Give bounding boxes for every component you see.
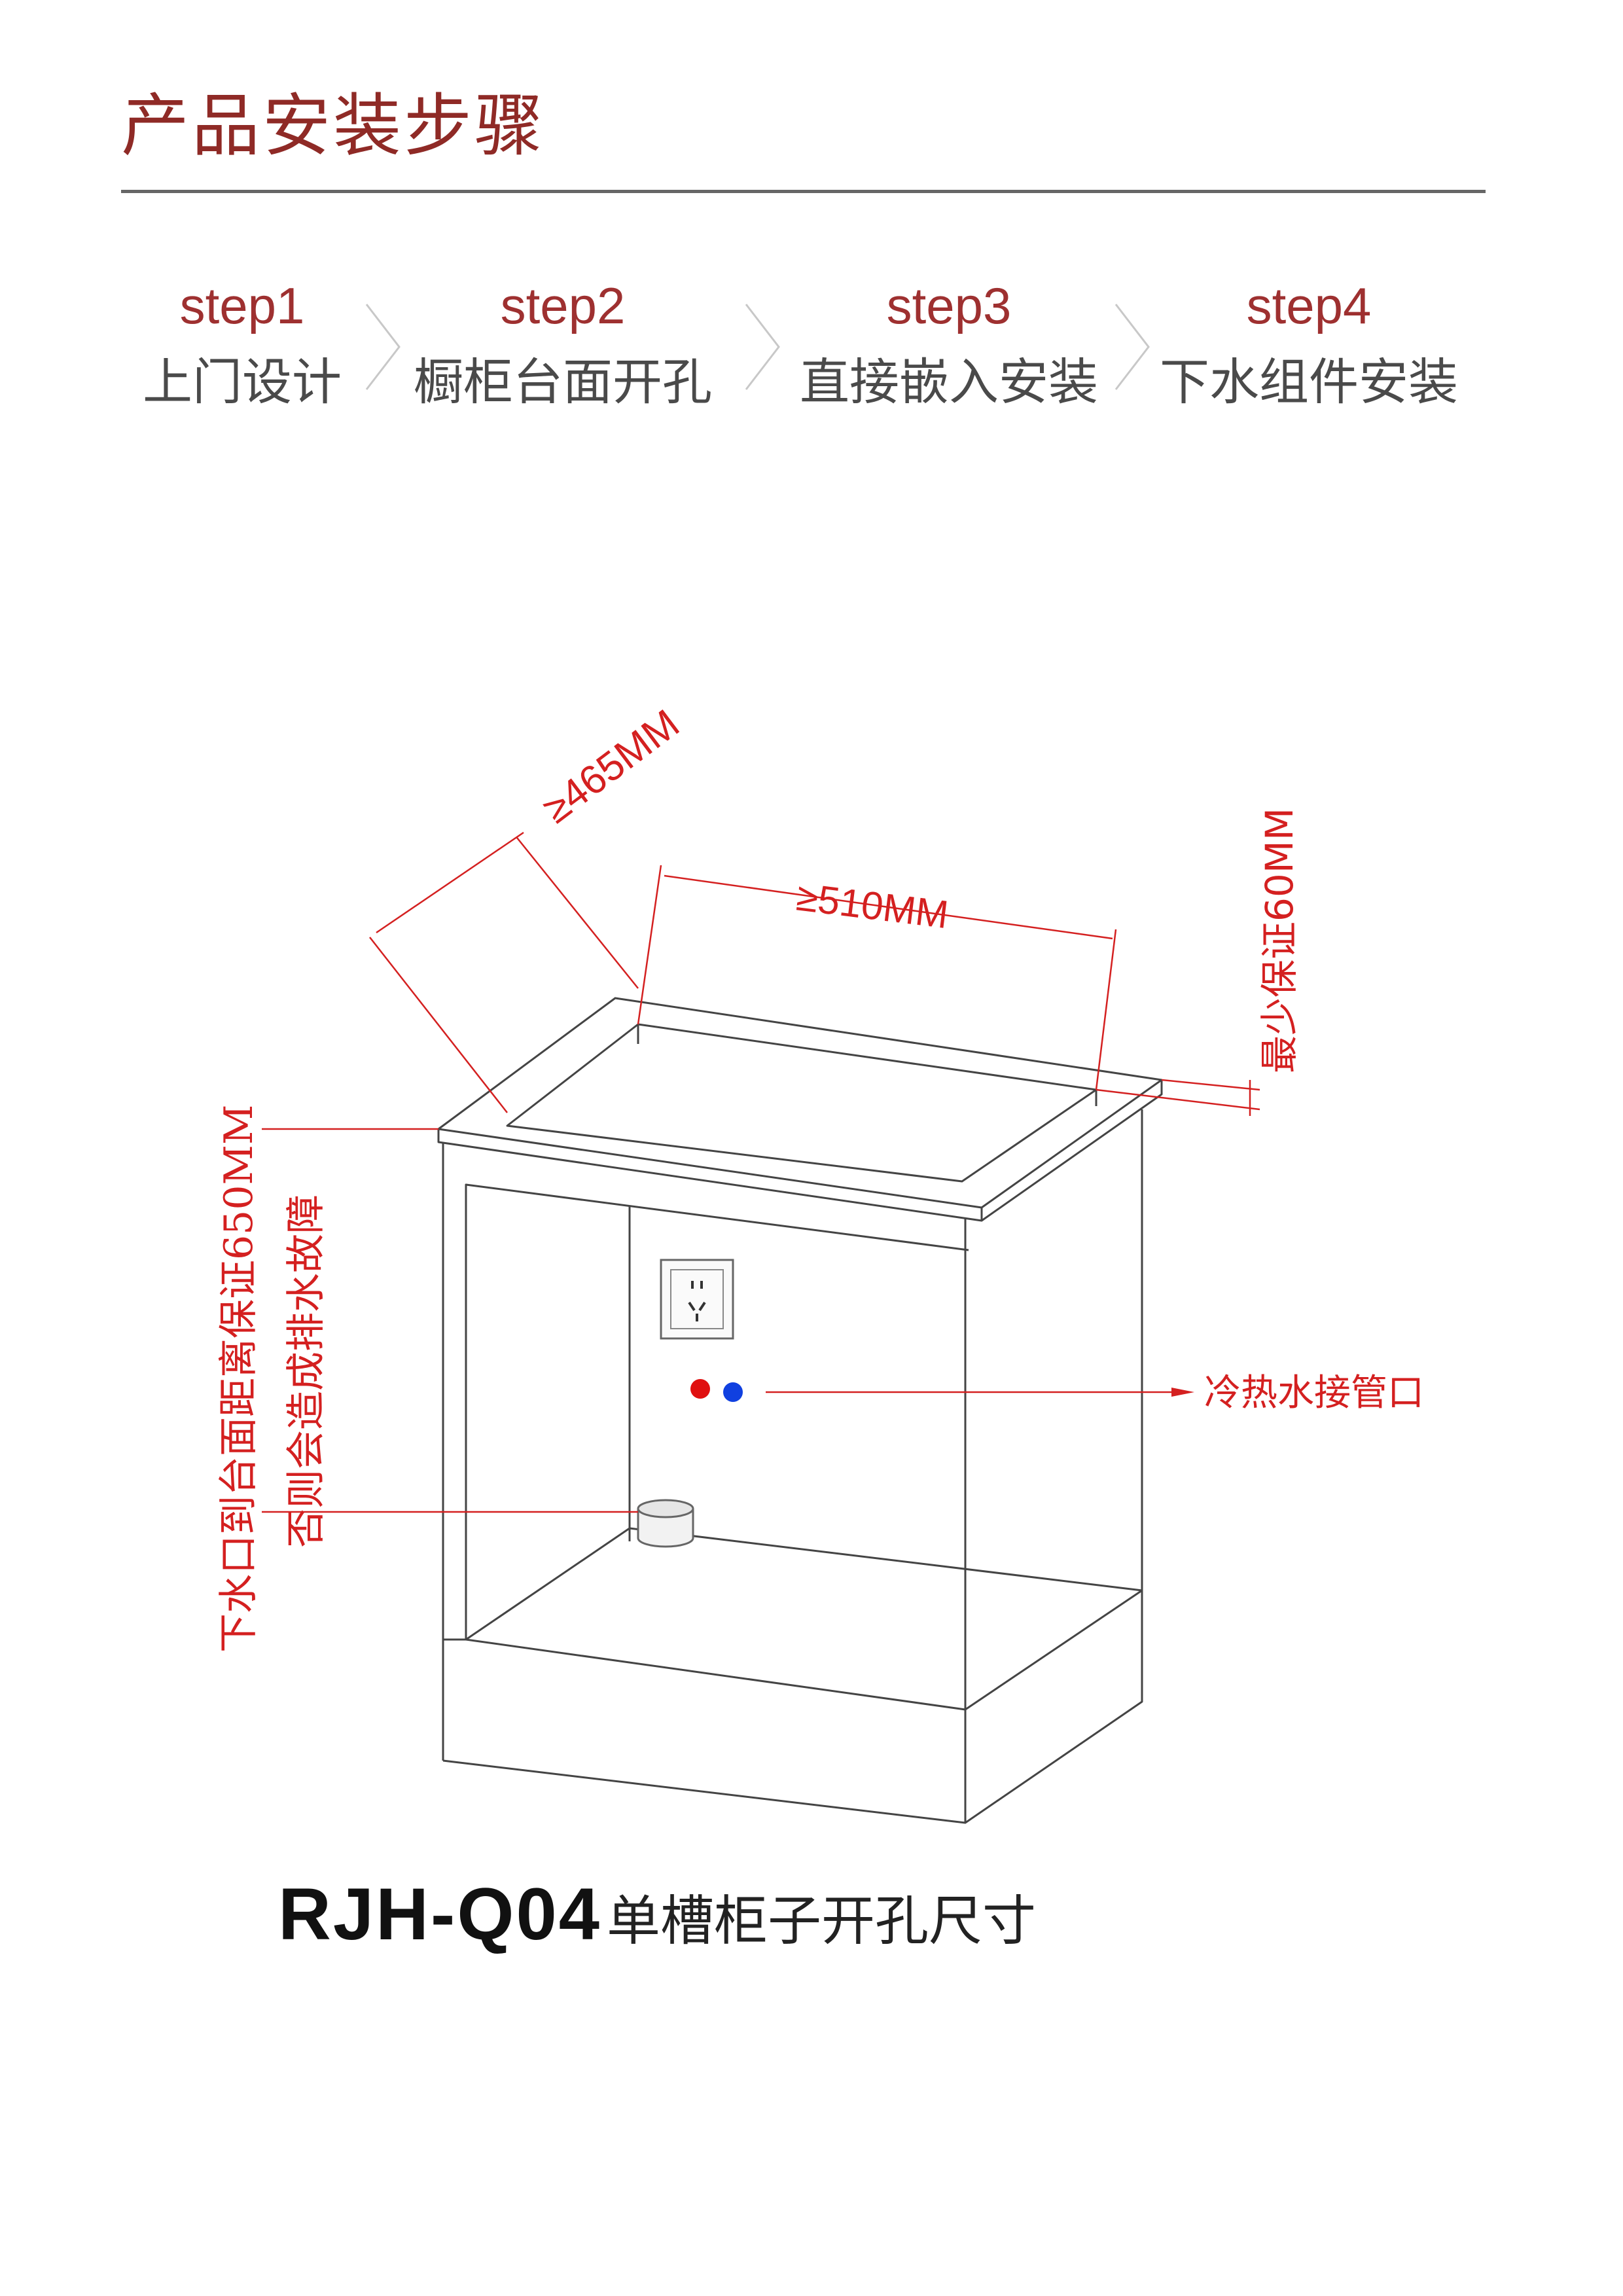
chevron-right-icon xyxy=(1115,304,1150,390)
step-3-name: 直接嵌入安装 xyxy=(800,353,1098,411)
step-4-name: 下水组件安装 xyxy=(1160,353,1458,411)
step-2-label: step2 xyxy=(500,277,626,334)
arrow-right-icon xyxy=(1171,1388,1194,1397)
power-socket-icon xyxy=(660,1259,734,1340)
margin-dimension-label: 最少保证60MM xyxy=(1257,808,1302,1073)
step-2: step2 橱柜台面开孔 xyxy=(386,280,740,407)
width-dimension-label: ≥510MM xyxy=(794,874,950,937)
step-4: step4 下水组件安装 xyxy=(1132,280,1486,407)
cabinet-outline xyxy=(437,997,1163,1824)
model-number: RJH-Q04 xyxy=(278,1873,602,1955)
depth-dimension-label: ≥465MM xyxy=(535,701,688,832)
water-pipe-label: 冷热水接管口 xyxy=(1204,1372,1424,1414)
page-title: 产品安装步骤 xyxy=(121,86,546,166)
dimension-lines xyxy=(262,831,1260,1513)
cold-water-inlet-icon xyxy=(723,1382,743,1402)
step-3: step3 直接嵌入安装 xyxy=(772,280,1126,407)
drain-warning-note: 否则会造成排水故障 xyxy=(283,1194,329,1548)
caption-description: 单槽柜子开孔尺寸 xyxy=(607,1890,1037,1952)
sink-cutout xyxy=(506,1023,1097,1183)
countertop-top xyxy=(437,997,1163,1209)
step-2-name: 橱柜台面开孔 xyxy=(414,353,712,411)
title-divider xyxy=(121,190,1486,193)
drain-height-note: 下水口到台面距离保证650MM xyxy=(216,1105,262,1653)
step-3-label: step3 xyxy=(886,277,1012,334)
chevron-right-icon xyxy=(365,304,401,390)
step-1: step1 上门设计 xyxy=(65,280,419,407)
step-4-label: step4 xyxy=(1246,277,1372,334)
drain-outlet-icon xyxy=(637,1499,694,1548)
chevron-right-icon xyxy=(745,304,780,390)
diagram-caption: RJH-Q04单槽柜子开孔尺寸 xyxy=(278,1872,1036,1956)
hot-water-inlet-icon xyxy=(690,1379,710,1399)
step-1-name: 上门设计 xyxy=(143,353,342,411)
step-1-label: step1 xyxy=(179,277,305,334)
